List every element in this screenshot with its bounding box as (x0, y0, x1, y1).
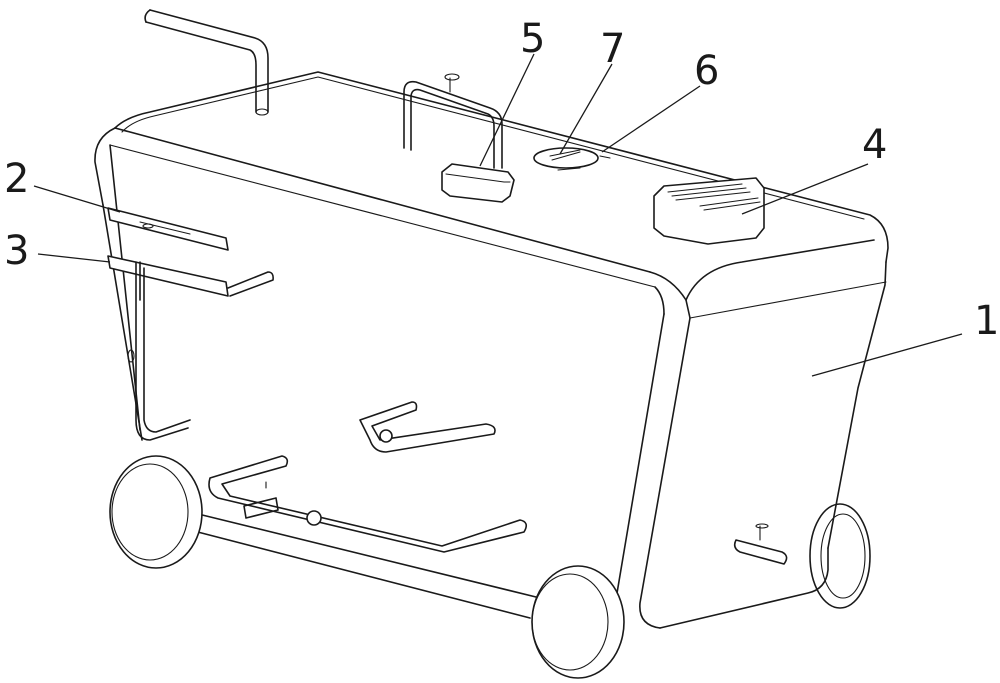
tank-body (94, 71, 889, 629)
part-2-bracket (107, 207, 229, 251)
right-spout (733, 523, 788, 565)
part-6-7-lid (533, 147, 611, 171)
middle-pipe-handle (359, 401, 496, 453)
part-5-cap (441, 163, 515, 203)
label-3: 3 (4, 228, 29, 274)
part-3-bracket (107, 255, 274, 441)
front-left-wheel (109, 455, 203, 569)
label-7: 7 (600, 26, 625, 72)
top-carry-handle (403, 73, 503, 169)
top-handle (144, 9, 269, 116)
label-4: 4 (862, 122, 887, 168)
front-right-wheel (531, 565, 625, 679)
leader-lines (33, 53, 963, 377)
label-2: 2 (4, 156, 29, 202)
label-6: 6 (694, 48, 719, 94)
label-1: 1 (974, 298, 999, 344)
lower-pipe-handle (208, 455, 528, 553)
part-4-box (653, 177, 765, 245)
rear-right-wheel (809, 503, 871, 609)
label-5: 5 (520, 16, 545, 62)
